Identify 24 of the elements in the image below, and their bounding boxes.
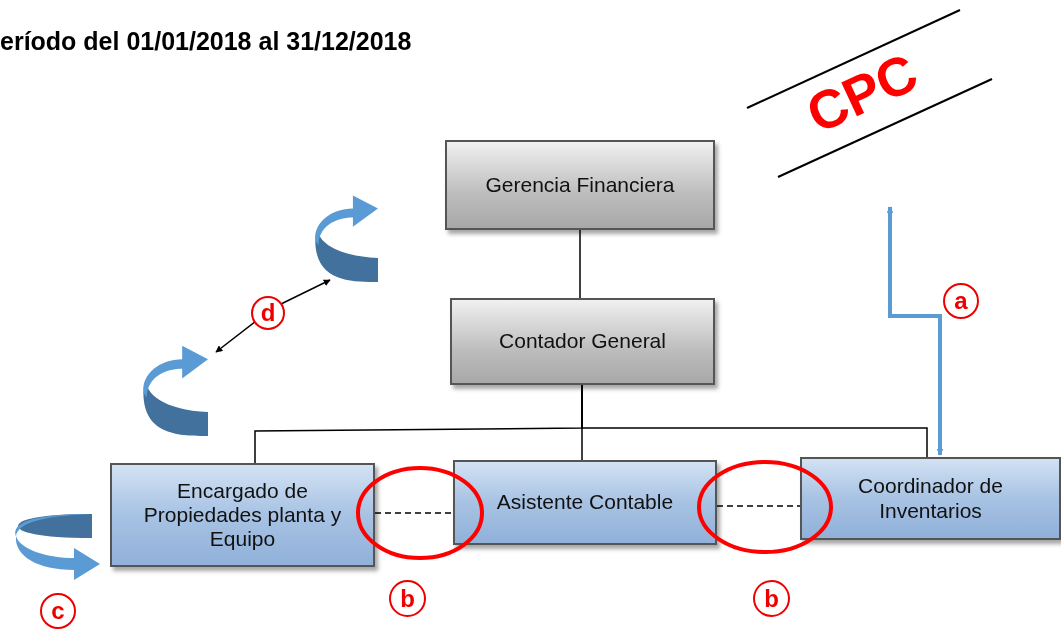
circled-letter: c bbox=[40, 593, 76, 629]
dashed-connector bbox=[716, 505, 801, 507]
arrow bbox=[215, 320, 257, 353]
position-box bbox=[110, 463, 375, 567]
position-box bbox=[800, 457, 1061, 540]
position-title: Gerencia Financiera bbox=[485, 172, 675, 198]
connector-line bbox=[579, 229, 581, 299]
dashed-connector bbox=[374, 512, 454, 514]
arrow bbox=[886, 206, 944, 456]
position-box bbox=[445, 140, 715, 230]
stamp-text: CPC bbox=[797, 40, 927, 146]
circled-letter: b bbox=[389, 580, 426, 617]
connector-line bbox=[581, 384, 928, 458]
circled-letter: b bbox=[753, 580, 790, 617]
position-box bbox=[453, 460, 717, 545]
arrow bbox=[280, 279, 331, 305]
position-box bbox=[450, 298, 715, 385]
circled-letter: d bbox=[251, 296, 285, 330]
circled-letter: a bbox=[943, 283, 979, 319]
position-title: Contador General bbox=[499, 329, 666, 354]
position-title: Coordinador de Inventarios bbox=[857, 474, 1004, 523]
position-title: Encargado de Propiedades planta y Equipo bbox=[142, 478, 343, 552]
title: eríodo del 01/01/2018 al 31/12/2018 bbox=[0, 27, 412, 56]
position-title: Asistente Contable bbox=[496, 490, 674, 515]
